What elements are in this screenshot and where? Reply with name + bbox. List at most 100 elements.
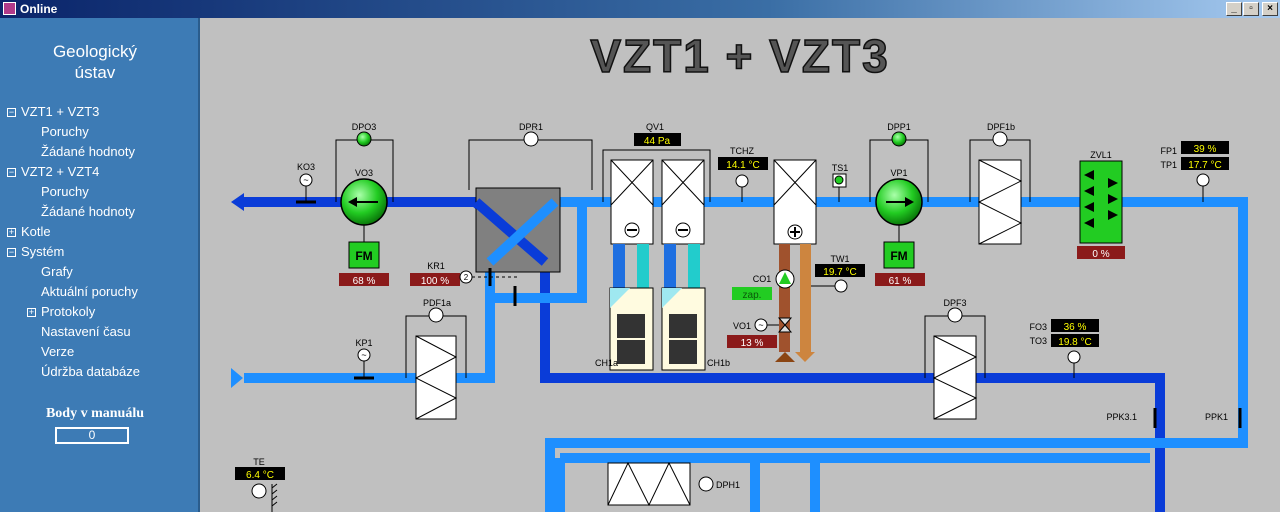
close-button[interactable]: × — [1262, 2, 1278, 16]
tp1-value: 17.7 °C — [1188, 160, 1221, 171]
window-titlebar: Online _ ▫ × — [0, 0, 1280, 18]
tree-item-protokoly[interactable]: Protokoly — [41, 304, 96, 319]
heat-recovery-dpr1[interactable]: DPR1 — [468, 122, 593, 273]
te-value: 6.4 °C — [246, 470, 274, 481]
dpp1-label: DPP1 — [887, 122, 911, 132]
fan-vo3[interactable]: VO3 FM 68 % — [339, 168, 389, 287]
tree-item-verze[interactable]: Verze — [41, 344, 75, 359]
pressure-switch-dpp1[interactable]: DPP1 — [869, 122, 929, 202]
tree-item-vzt2-vzt4[interactable]: VZT2 + VZT4 — [21, 164, 100, 179]
filter-dpf1b[interactable]: DPF1b — [969, 122, 1031, 245]
tw1-label: TW1 — [831, 254, 850, 264]
org-name-line2: ústav — [74, 63, 116, 82]
tree-toggle-vzt1[interactable]: − — [7, 107, 16, 117]
tree-item-kotle[interactable]: Kotle — [21, 224, 51, 239]
tree-toggle-protokoly[interactable]: + — [27, 307, 36, 317]
sensor-tchz[interactable]: TCHZ 14.1 °C — [718, 146, 768, 202]
to3-value: 19.8 °C — [1058, 337, 1091, 348]
co1-state: zap. — [743, 290, 762, 301]
scheme-canvas: VZT1 + VZT3 DPO3 KO3 ~ VO3 FM 68 % D — [231, 29, 1248, 512]
chiller-ch1b[interactable]: CH1b — [661, 287, 730, 371]
minimize-button[interactable]: _ — [1226, 2, 1242, 16]
qv1-label: QV1 — [646, 122, 664, 132]
zvl1-value: 0 % — [1092, 249, 1109, 260]
vp1-label: VP1 — [890, 168, 907, 178]
kr1-value: 100 % — [421, 276, 449, 287]
svg-text:~: ~ — [361, 350, 366, 360]
vo1-value: 13 % — [741, 338, 764, 349]
dpf3-label: DPF3 — [943, 298, 966, 308]
te-label: TE — [253, 457, 265, 467]
pressure-switch-dpo3[interactable]: DPO3 — [335, 122, 394, 202]
hvac-scheme: VZT1 + VZT3 DPO3 KO3 ~ VO3 FM 68 % D — [202, 18, 1280, 512]
tree-item-vzt2-zadane[interactable]: Žádané hodnoty — [41, 204, 135, 219]
svg-text:~: ~ — [303, 175, 308, 185]
dpr1-label: DPR1 — [519, 122, 543, 132]
sensor-ts1[interactable]: TS1 — [832, 163, 849, 202]
bypass-kr1[interactable]: KR1 100 % 2 — [410, 261, 520, 306]
svg-text:~: ~ — [758, 320, 763, 330]
ch1a-label: CH1a — [595, 358, 618, 368]
tree-item-vzt1-zadane[interactable]: Žádané hodnoty — [41, 144, 135, 159]
manual-points-title: Body v manuálu — [45, 406, 145, 421]
fo3-value: 36 % — [1064, 322, 1087, 333]
pdf1a-label: PDF1a — [423, 298, 451, 308]
vo3-label: VO3 — [355, 168, 373, 178]
fire-damper-ppk31[interactable]: PPK3.1 — [1106, 408, 1157, 428]
heater-coil[interactable] — [773, 159, 817, 362]
filter-dpf3[interactable]: DPF3 — [924, 298, 986, 420]
sensor-fo3-to3[interactable]: FO3 36 % TO3 19.8 °C — [1029, 319, 1099, 378]
tree-toggle-vzt2[interactable]: − — [7, 167, 16, 177]
ch1b-label: CH1b — [707, 358, 730, 368]
ko3-label: KO3 — [297, 162, 315, 172]
kp1-label: KP1 — [355, 338, 372, 348]
humidifier-zvl1[interactable]: ZVL1 0 % — [1077, 150, 1125, 260]
valve-vo1[interactable]: VO1 ~ 13 % — [727, 317, 793, 349]
filter-pdf1a[interactable]: PDF1a — [405, 298, 467, 420]
tree-toggle-system[interactable]: − — [7, 247, 16, 257]
tree-item-vzt1-poruchy[interactable]: Poruchy — [41, 124, 89, 139]
vo3-fm-label: FM — [355, 249, 372, 263]
dpf1b-label: DPF1b — [987, 122, 1015, 132]
tree-item-nastaveni-casu[interactable]: Nastavení času — [41, 324, 131, 339]
tree-item-vzt2-poruchy[interactable]: Poruchy — [41, 184, 89, 199]
manual-points-value: 0 — [55, 427, 129, 444]
tree-item-udrzba-databaze[interactable]: Údržba databáze — [41, 364, 141, 379]
tree-item-aktualni-poruchy[interactable]: Aktuální poruchy — [41, 284, 138, 299]
sensor-te[interactable]: TE 6.4 °C — [235, 457, 285, 512]
vo1-label: VO1 — [733, 321, 751, 331]
vo3-value: 68 % — [353, 276, 376, 287]
org-name-line1: Geologický — [52, 42, 138, 61]
damper-ko3[interactable]: KO3 ~ — [296, 162, 316, 204]
fan-vp1[interactable]: VP1 FM 61 % — [875, 168, 925, 287]
svg-text:2: 2 — [464, 273, 469, 282]
tree-item-vzt1-vzt3[interactable]: VZT1 + VZT3 — [21, 104, 100, 119]
fire-damper-ppk1[interactable]: PPK1 — [1205, 408, 1242, 428]
tree-toggle-kotle[interactable]: + — [7, 227, 16, 237]
tchz-label: TCHZ — [730, 146, 754, 156]
sensor-tw1[interactable]: TW1 19.7 °C — [811, 254, 865, 293]
fp1-value: 39 % — [1194, 144, 1217, 155]
damper-kp1[interactable]: KP1 ~ — [354, 338, 374, 380]
pump-co1[interactable]: CO1 zap. — [732, 269, 795, 301]
fp1-label: FP1 — [1160, 146, 1177, 156]
tree-item-grafy[interactable]: Grafy — [41, 264, 73, 279]
sensor-fp1-tp1[interactable]: FP1 39 % TP1 17.7 °C — [1160, 141, 1229, 202]
tw1-value: 19.7 °C — [823, 267, 856, 278]
tree-item-system[interactable]: Systém — [21, 244, 65, 259]
duct-exhaust — [231, 193, 1165, 512]
tchz-value: 14.1 °C — [726, 160, 759, 171]
vp1-value: 61 % — [889, 276, 912, 287]
co1-label: CO1 — [753, 274, 772, 284]
ppk31-label: PPK3.1 — [1106, 412, 1137, 422]
scheme-title: VZT1 + VZT3 — [590, 30, 889, 82]
filter-dph1[interactable]: DPH1 — [607, 461, 740, 507]
maximize-button[interactable]: ▫ — [1243, 2, 1259, 16]
ts1-label: TS1 — [832, 163, 849, 173]
dpo3-label: DPO3 — [352, 122, 377, 132]
app-icon — [3, 2, 16, 15]
chiller-ch1a[interactable]: CH1a — [595, 287, 654, 371]
to3-label: TO3 — [1030, 336, 1047, 346]
cooler-qv1[interactable]: QV1 44 Pa — [602, 122, 711, 288]
qv1-value: 44 Pa — [644, 136, 671, 147]
